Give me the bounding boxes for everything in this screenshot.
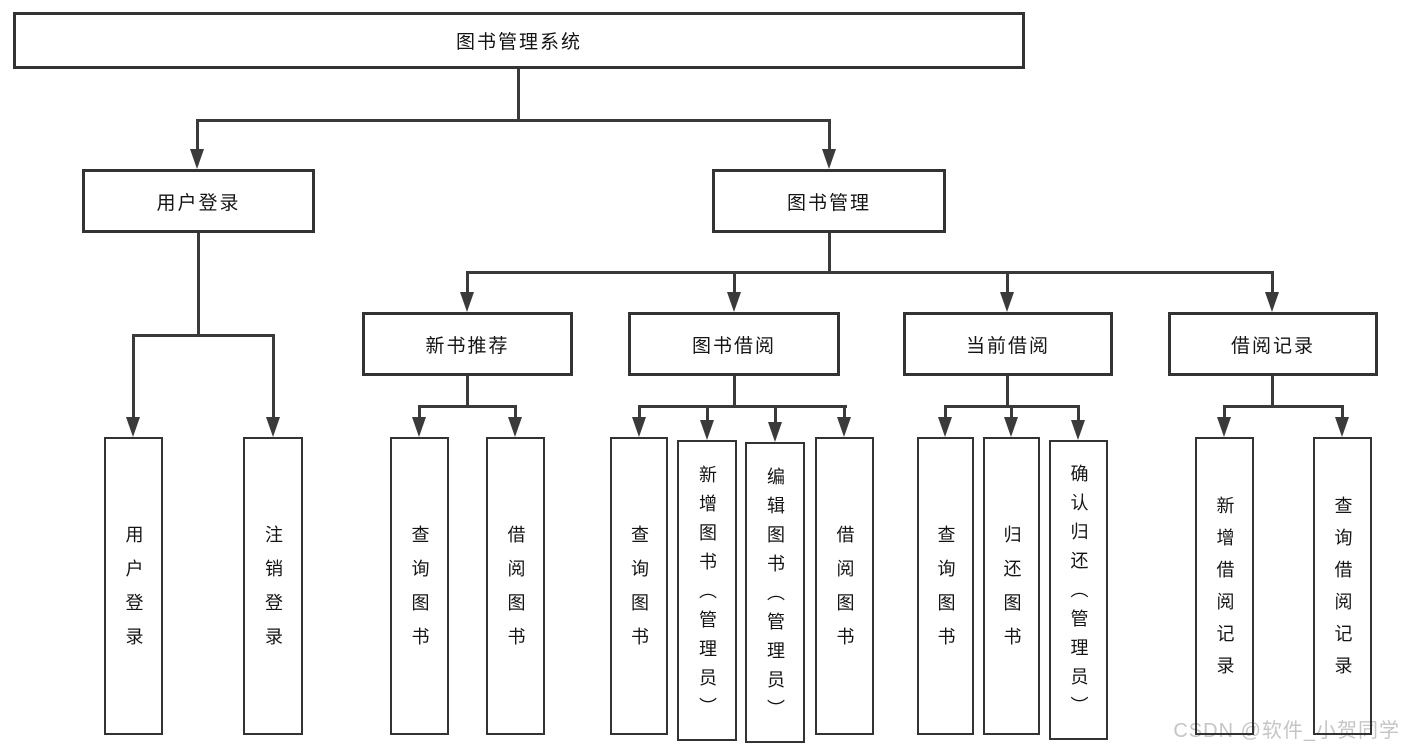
leaf-label: 新增图书（管理员）	[697, 464, 717, 726]
leaf-cb-confirm-return-admin: 确认归还（管理员）	[1049, 440, 1108, 740]
arrow-down	[837, 417, 851, 437]
arrow-down	[1217, 417, 1231, 437]
connector-line	[1077, 405, 1080, 421]
connector-line	[1341, 405, 1344, 419]
connector-line	[197, 231, 200, 336]
leaf-label: 查询图书	[409, 525, 430, 661]
leaf-cb-query-books: 查询图书	[917, 437, 974, 735]
connector-line	[733, 374, 736, 408]
node-new-book-recommendation: 新书推荐	[362, 312, 573, 376]
leaf-label: 编辑图书（管理员）	[765, 466, 785, 728]
leaf-label: 用户登录	[123, 525, 144, 661]
node-borrowing-records: 借阅记录	[1168, 312, 1378, 376]
connector-line	[1006, 271, 1009, 295]
arrow-down	[632, 417, 646, 437]
arrow-down	[266, 417, 280, 437]
arrow-down	[768, 422, 782, 442]
connector-line	[638, 405, 641, 419]
connector-line	[132, 334, 275, 337]
arrow-down	[508, 417, 522, 437]
connector-line	[774, 405, 777, 423]
connector-line	[1010, 405, 1013, 419]
connector-line	[944, 405, 947, 419]
connector-line	[196, 119, 199, 152]
connector-line	[517, 66, 520, 122]
leaf-label: 借阅图书	[834, 525, 855, 661]
node-book-borrowing: 图书借阅	[628, 312, 840, 376]
arrow-down	[1265, 292, 1279, 312]
leaf-label: 注销登录	[263, 525, 283, 661]
node-book-management: 图书管理	[712, 169, 946, 233]
connector-line	[1223, 405, 1344, 408]
leaf-nbr-query-books: 查询图书	[390, 437, 449, 735]
connector-line	[196, 119, 831, 122]
arrow-down	[938, 417, 952, 437]
connector-line	[514, 405, 517, 419]
leaf-label: 查询图书	[629, 525, 649, 661]
leaf-label: 查询图书	[935, 525, 956, 661]
connector-line	[1006, 374, 1009, 408]
arrow-down	[727, 292, 741, 312]
leaf-br-query-borrow-record: 查询借阅记录	[1313, 437, 1372, 735]
leaf-label: 确认归还（管理员）	[1068, 464, 1089, 725]
connector-line	[706, 405, 709, 421]
arrow-down	[822, 149, 836, 169]
connector-line	[843, 405, 846, 419]
node-label: 用户登录	[156, 192, 241, 214]
leaf-bb-edit-books-admin: 编辑图书（管理员）	[745, 442, 805, 743]
leaf-label: 新增借阅记录	[1214, 496, 1235, 688]
connector-line	[418, 405, 517, 408]
connector-line	[272, 334, 275, 419]
node-label: 图书管理	[786, 192, 871, 214]
arrow-down	[1335, 417, 1349, 437]
leaf-br-add-borrow-record: 新增借阅记录	[1195, 437, 1254, 735]
leaf-bb-query-books: 查询图书	[610, 437, 668, 735]
arrow-down	[412, 417, 426, 437]
leaf-cb-return-books: 归还图书	[983, 437, 1040, 735]
node-user-login: 用户登录	[82, 169, 315, 233]
node-library-management-system: 图书管理系统	[13, 12, 1025, 69]
node-label: 图书管理系统	[455, 32, 582, 53]
leaf-label: 借阅图书	[505, 525, 526, 661]
arrow-down	[126, 417, 140, 437]
connector-line	[466, 271, 469, 295]
node-label: 借阅记录	[1230, 335, 1315, 357]
connector-line	[828, 119, 831, 152]
leaf-nbr-borrow-books: 借阅图书	[486, 437, 545, 735]
arrow-down	[700, 420, 714, 440]
leaf-label: 归还图书	[1001, 525, 1022, 661]
connector-line	[638, 405, 847, 408]
leaf-bb-add-books-admin: 新增图书（管理员）	[677, 440, 737, 741]
arrow-down	[460, 292, 474, 312]
leaf-user-login: 用户登录	[104, 437, 163, 735]
arrow-down	[1004, 417, 1018, 437]
connector-line	[733, 271, 736, 295]
connector-line	[1271, 374, 1274, 408]
connector-line	[466, 271, 1274, 274]
connector-line	[828, 231, 831, 274]
arrow-down	[190, 149, 204, 169]
leaf-label: 查询借阅记录	[1332, 496, 1353, 688]
node-label: 当前借阅	[965, 335, 1050, 357]
csdn-watermark: CSDN @软件_小贺同学	[1173, 720, 1400, 742]
connector-line	[418, 405, 421, 419]
connector-line	[1223, 405, 1226, 419]
connector-line	[132, 334, 135, 419]
leaf-bb-borrow-books: 借阅图书	[815, 437, 874, 735]
arrow-down	[1071, 420, 1085, 440]
node-label: 新书推荐	[425, 335, 510, 357]
node-label: 图书借阅	[691, 335, 776, 357]
arrow-down	[1000, 292, 1014, 312]
leaf-logout: 注销登录	[243, 437, 303, 735]
connector-line	[1271, 271, 1274, 295]
node-current-borrowing: 当前借阅	[903, 312, 1113, 376]
connector-line	[466, 374, 469, 408]
